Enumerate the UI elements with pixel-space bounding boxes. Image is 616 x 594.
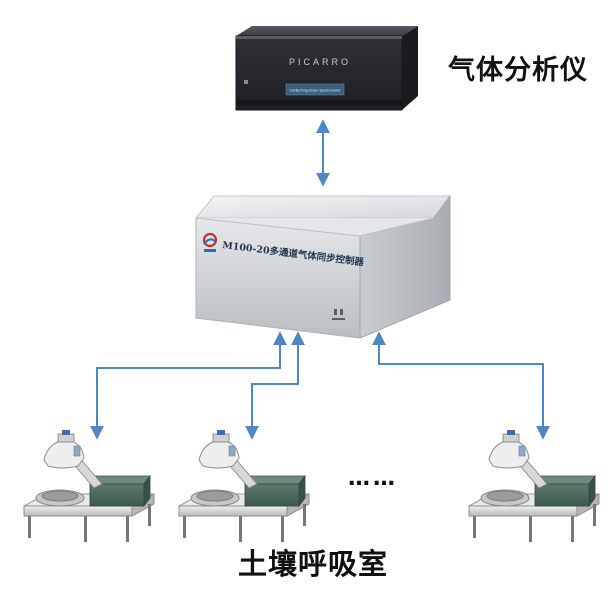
chamber-label: 土壤呼吸室: [238, 547, 389, 581]
soil-chamber-1-icon: [23, 429, 155, 543]
chamber3-link-arrow: [372, 331, 550, 440]
gas-analyzer-icon: PICARRO Cavity Ring-Down Spectrometer: [235, 26, 418, 111]
chamber-ellipsis: ……: [348, 466, 398, 491]
soil-chamber-3-icon: [468, 429, 600, 543]
analyzer-panel-text: Cavity Ring-Down Spectrometer: [289, 89, 341, 93]
analyzer-brand: PICARRO: [289, 57, 351, 67]
analyzer-label: 气体分析仪: [448, 55, 588, 86]
controller-logo-icon: [202, 232, 218, 252]
soil-chamber-2-icon: [178, 429, 310, 543]
chamber2-link-arrow: [245, 331, 305, 440]
connection-arrows: [90, 119, 550, 440]
controller-icon: M100-20多通道气体同步控制器: [194, 194, 451, 339]
